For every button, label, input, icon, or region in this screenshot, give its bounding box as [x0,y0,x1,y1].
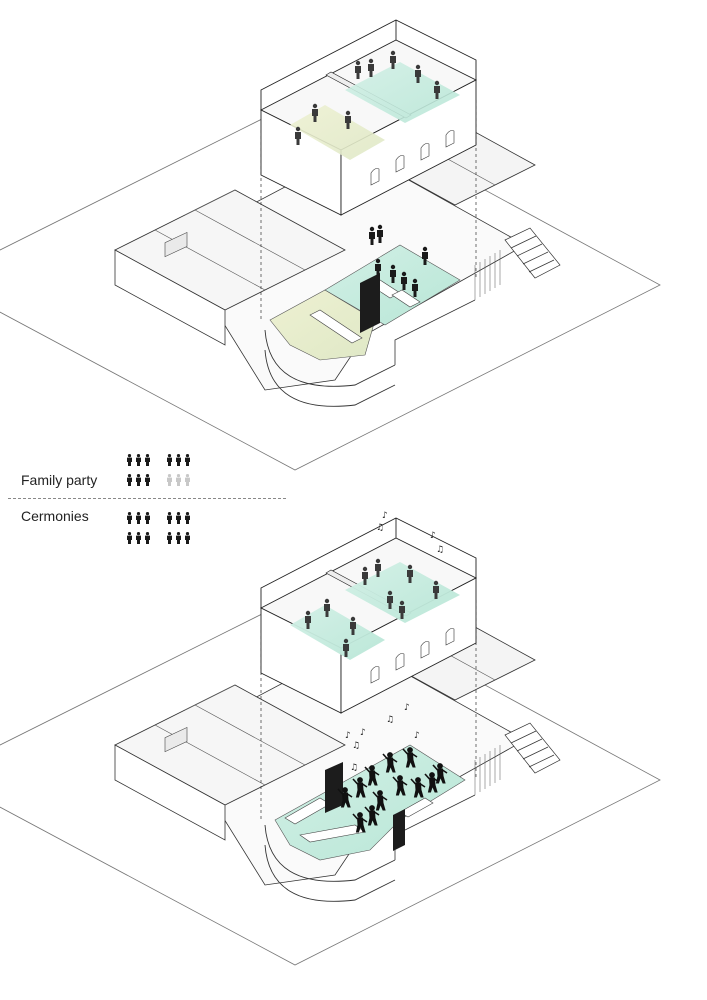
svg-text:♪: ♪ [382,511,388,521]
person-icon [176,512,181,524]
person-icon [167,474,172,486]
legend-divider [8,498,286,499]
person-icon [176,454,181,466]
svg-text:♪: ♪ [345,731,351,741]
family-party-capacity-icons [127,454,190,486]
person-icon [127,512,132,524]
svg-text:♫: ♫ [386,715,394,725]
person-icon [136,454,141,466]
ceremonies-scene: ♪♫♪ ♫♪♪ ♫♪♫ ♪♫ [0,511,661,966]
person-icon [136,532,141,544]
person-icon [127,532,132,544]
wine-shelf [360,273,380,333]
ceremonies-label: Cermonies [21,508,89,524]
person-icon [167,532,172,544]
person-icon [185,512,190,524]
upper-mint-room [345,62,460,123]
person-icon [145,454,150,466]
person-icon [176,474,181,486]
person-icon [136,512,141,524]
svg-text:♫: ♫ [352,741,360,751]
person-icon [127,474,132,486]
ceremonies-capacity-icons [127,512,190,544]
person-icon [145,512,150,524]
svg-text:♪: ♪ [404,703,410,713]
person-icon [167,454,172,466]
person-icon [185,454,190,466]
svg-text:♫: ♫ [376,523,384,533]
person-icon [185,474,190,486]
person-icon [176,532,181,544]
person-icon [167,512,172,524]
wine-shelf [325,762,343,813]
svg-text:♫: ♫ [436,545,444,555]
family-party-scene [0,19,661,471]
upper-mint-room-left [290,605,385,660]
person-icon [127,454,132,466]
svg-text:♪: ♪ [360,728,366,738]
upper-mint-room-right [345,562,460,623]
person-icon [136,474,141,486]
svg-text:♪: ♪ [414,731,420,741]
person-icon [145,474,150,486]
person-icon [185,532,190,544]
svg-text:♫: ♫ [350,763,358,773]
family-party-label: Family party [21,472,98,488]
person-icon [145,532,150,544]
